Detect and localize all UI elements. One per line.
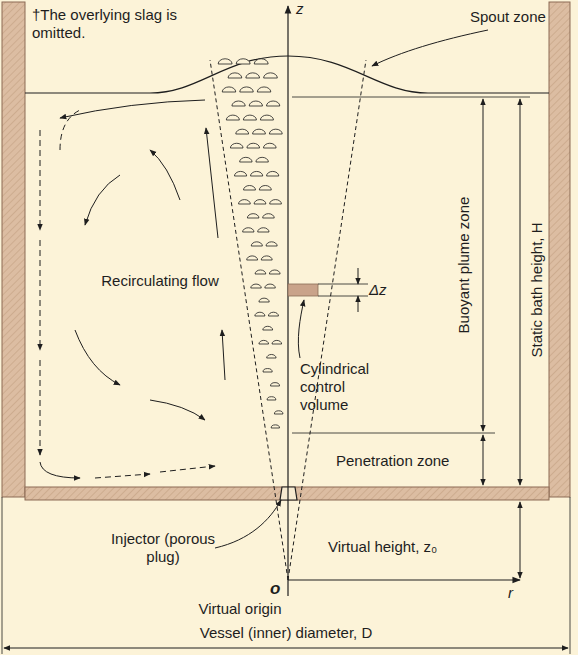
dimension-label: Vessel (inner) diameter, D — [200, 624, 373, 642]
callout-label: Injector (porous plug) — [108, 530, 218, 566]
bath-surface — [25, 56, 549, 93]
dimension-label: Δz — [369, 281, 387, 299]
dimension-label: Virtual height, z₀ — [328, 538, 437, 556]
dimension-arrow — [520, 502, 521, 578]
dimension-label: Static bath height, H — [528, 222, 546, 357]
dimension-line — [292, 433, 495, 434]
vessel-wall — [2, 2, 25, 497]
zone-label: Buoyant plume zone — [455, 197, 473, 334]
zone-label: Penetration zone — [336, 452, 449, 470]
dimension-line — [292, 97, 530, 98]
plume-boundary — [288, 60, 366, 580]
axis-label: z — [296, 0, 304, 18]
leader-line — [215, 500, 281, 548]
note-text: †The overlying slag is omitted. — [32, 6, 192, 42]
callout-label: Virtual origin — [198, 600, 281, 618]
dimension-arrow — [358, 268, 359, 284]
vessel-wall — [549, 2, 570, 497]
vessel-bottom — [25, 487, 549, 500]
dimension-line — [318, 296, 368, 297]
leader-line — [298, 300, 304, 358]
dimension-arrow — [520, 99, 521, 485]
bubbles — [218, 59, 283, 428]
leader-line — [372, 30, 488, 66]
axis-label: r — [508, 584, 513, 602]
zone-label: Spout zone — [470, 8, 546, 26]
flow-arrows — [40, 100, 225, 478]
callout-label: Cylindrical control volume — [300, 360, 392, 414]
axis-origin: o — [270, 580, 280, 598]
dimension-arrow — [483, 99, 484, 431]
dimension-arrow — [358, 296, 359, 312]
dimension-line — [318, 284, 368, 285]
dimension-arrow — [483, 435, 484, 485]
z-axis — [287, 6, 288, 596]
r-axis — [288, 579, 520, 580]
dimension-line — [2, 497, 3, 654]
plume-boundary — [210, 60, 288, 580]
dimension-line — [570, 497, 571, 654]
flow-label: Recirculating flow — [98, 272, 222, 290]
control-volume — [288, 284, 318, 296]
dimension-arrow — [4, 648, 568, 649]
